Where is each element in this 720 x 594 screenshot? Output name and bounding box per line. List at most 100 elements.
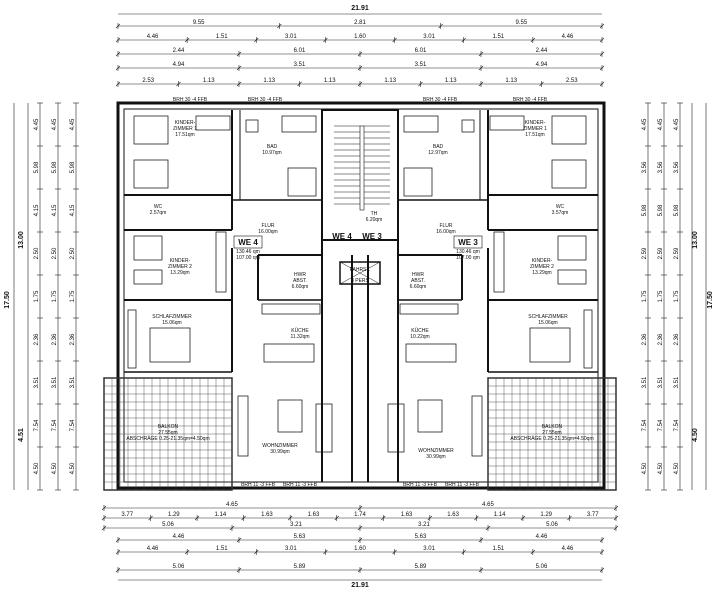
top-total-dim: 21.91 <box>351 5 369 12</box>
room-name: KINDER- <box>170 258 191 264</box>
room-name: KÜCHE <box>411 327 429 334</box>
bottom-dim-label: 1.63 <box>447 512 459 518</box>
left-dim-label: 5.98 <box>34 161 40 173</box>
sofa <box>387 403 405 453</box>
room-area: 10.97qm <box>262 150 281 156</box>
room-area: 30.99qm <box>270 449 289 455</box>
left-total-dim: 17.50 <box>4 291 11 309</box>
room-name: WC <box>556 204 565 210</box>
left-dim-label: 4.45 <box>34 118 40 130</box>
room-name: HWR <box>412 272 424 278</box>
lift-sub: 8 PERS <box>351 278 369 284</box>
dining-table <box>277 399 303 433</box>
right-dim-label: 4.45 <box>658 118 664 130</box>
opening-note: BRH 30 -4 FFB <box>513 97 548 103</box>
right-dim-label: 7.54 <box>674 419 680 431</box>
right-dim-label: 2.36 <box>658 333 664 345</box>
left-dim-label: 7.54 <box>52 419 58 431</box>
shower <box>287 167 317 197</box>
room-area: 10.22qm <box>410 334 429 340</box>
room-name: KINDER- <box>175 120 196 126</box>
room-name: FLUR <box>439 223 452 229</box>
top-dim-label: 2.44 <box>536 48 548 54</box>
balcony-tiles <box>104 378 616 490</box>
left-dim-label: 2.50 <box>70 247 76 259</box>
left-dim-label: 4.45 <box>52 118 58 130</box>
left-dim-label: 2.50 <box>34 247 40 259</box>
left-dim-label: 3.51 <box>34 376 40 388</box>
bottom-dim-label: 3.77 <box>121 512 133 518</box>
wardrobe <box>127 309 137 369</box>
left-dim-label: 2.36 <box>34 333 40 345</box>
top-dim-label: 1.51 <box>492 34 504 40</box>
room-name: ABST. <box>411 278 425 284</box>
bottom-dim-label: 1.60 <box>354 546 366 552</box>
bottom-dim-label: 5.06 <box>546 522 558 528</box>
opening-note: BRH 30 -4 FFB <box>173 97 208 103</box>
bottom-dim-label: 5.06 <box>173 564 185 570</box>
desk <box>133 269 163 285</box>
unit-label-we4: WE 4 <box>238 238 258 247</box>
room-area: 15.06qm <box>538 320 557 326</box>
room-area: 27.55qm <box>158 430 177 436</box>
tv-unit <box>237 395 249 457</box>
bottom-dim-label: 1.51 <box>216 546 228 552</box>
right-dim-label: 2.59 <box>658 247 664 259</box>
top-dim-label: 9.55 <box>193 20 205 26</box>
top-dim-label: 3.01 <box>423 34 435 40</box>
room-name: ZIMMER 2 <box>168 264 192 270</box>
top-dim-label: 3.01 <box>285 34 297 40</box>
bed <box>133 235 163 261</box>
top-dim-label: 3.51 <box>294 62 306 68</box>
right-dim-label: 3.51 <box>658 376 664 388</box>
left-dim-label: 7.54 <box>34 419 40 431</box>
right-total-dim: 17.50 <box>707 291 714 309</box>
room-name: ABST. <box>293 278 307 284</box>
wc <box>245 119 259 133</box>
bed <box>149 327 191 363</box>
left-dim-label: 1.75 <box>52 290 58 302</box>
sofa <box>315 403 333 453</box>
unit-area-we4: 130.46 qm <box>236 249 260 255</box>
right-dim-label: 1.75 <box>658 290 664 302</box>
top-dim-label: 1.13 <box>324 78 336 84</box>
top-dim-label: 1.13 <box>445 78 457 84</box>
left-dim-label: 2.36 <box>70 333 76 345</box>
left-dim-label: 4.15 <box>70 204 76 216</box>
opening-note: BRH 11 -3 FFB <box>241 482 275 488</box>
bed <box>529 327 571 363</box>
unit-subarea-we3: 107.00 qm <box>456 255 480 261</box>
wardrobe <box>215 231 227 293</box>
bottom-dim-label: 1.14 <box>494 512 506 518</box>
opening-note: BRH 11 -3 FFB <box>445 482 479 488</box>
top-dim-label: 2.44 <box>173 48 185 54</box>
dimension-lines <box>13 13 707 581</box>
room-name: BALKON <box>542 424 563 430</box>
kitchen-island <box>405 343 457 363</box>
building-walls <box>116 101 606 490</box>
bottom-dim-label: 4.46 <box>173 534 185 540</box>
room-area: 16.00qm <box>258 229 277 235</box>
room-area: 3.57qm <box>552 210 569 216</box>
left-dim-label: 4.45 <box>70 118 76 130</box>
right-dim-label: 3.56 <box>642 161 648 173</box>
left-dim-label: 5.98 <box>52 161 58 173</box>
bottom-dim-label: 4.46 <box>536 534 548 540</box>
left-dim-label: 2.36 <box>52 333 58 345</box>
room-labels-left: KINDER- ZIMMER 1 17.51qm BAD 10.97qm WC … <box>126 120 309 455</box>
right-dim-label: 4.45 <box>674 118 680 130</box>
right-core-dim: 13.00 <box>692 231 699 249</box>
bottom-dim-label: 4.46 <box>147 546 159 552</box>
opening-note: BRH 11 -3 FFB <box>283 482 317 488</box>
room-area: 6.60qm <box>292 284 309 290</box>
top-dim-label: 3.51 <box>415 62 427 68</box>
bathtub <box>281 115 317 133</box>
left-dim-label: 4.50 <box>52 462 58 474</box>
right-balcony-dim: 4.50 <box>692 428 699 442</box>
left-dim-label: 4.50 <box>34 462 40 474</box>
desk <box>489 115 525 131</box>
bottom-dim-label: 5.06 <box>162 522 174 528</box>
dining-table <box>417 399 443 433</box>
bed <box>133 115 169 145</box>
